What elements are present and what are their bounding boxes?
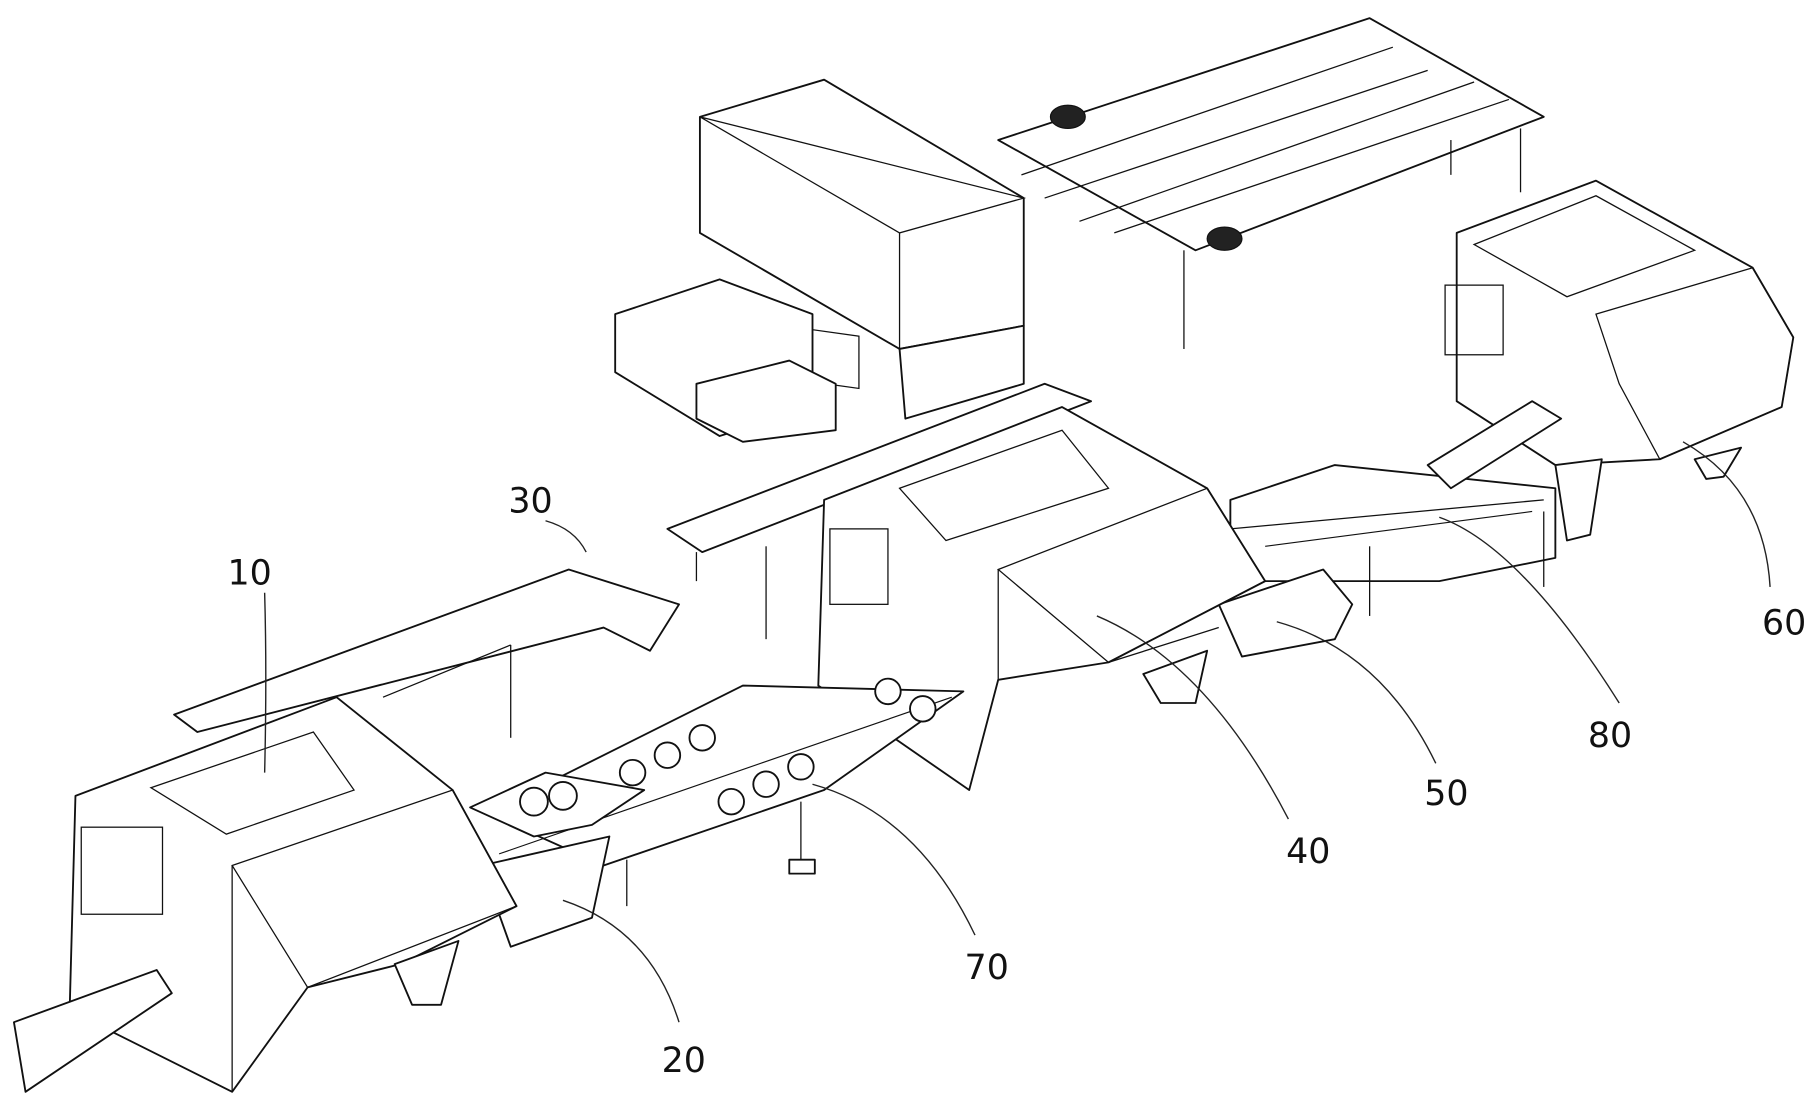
leader-70	[813, 784, 976, 935]
label-40: 40	[1286, 832, 1330, 872]
upper-cabinet-machine	[615, 18, 1544, 442]
label-10: 10	[228, 554, 272, 594]
label-20: 20	[662, 1041, 706, 1081]
label-50: 50	[1424, 774, 1468, 814]
label-60: 60	[1762, 604, 1806, 644]
label-80: 80	[1588, 716, 1632, 756]
leader-30	[546, 521, 587, 552]
label-70: 70	[965, 948, 1009, 988]
label-30: 30	[508, 482, 552, 522]
